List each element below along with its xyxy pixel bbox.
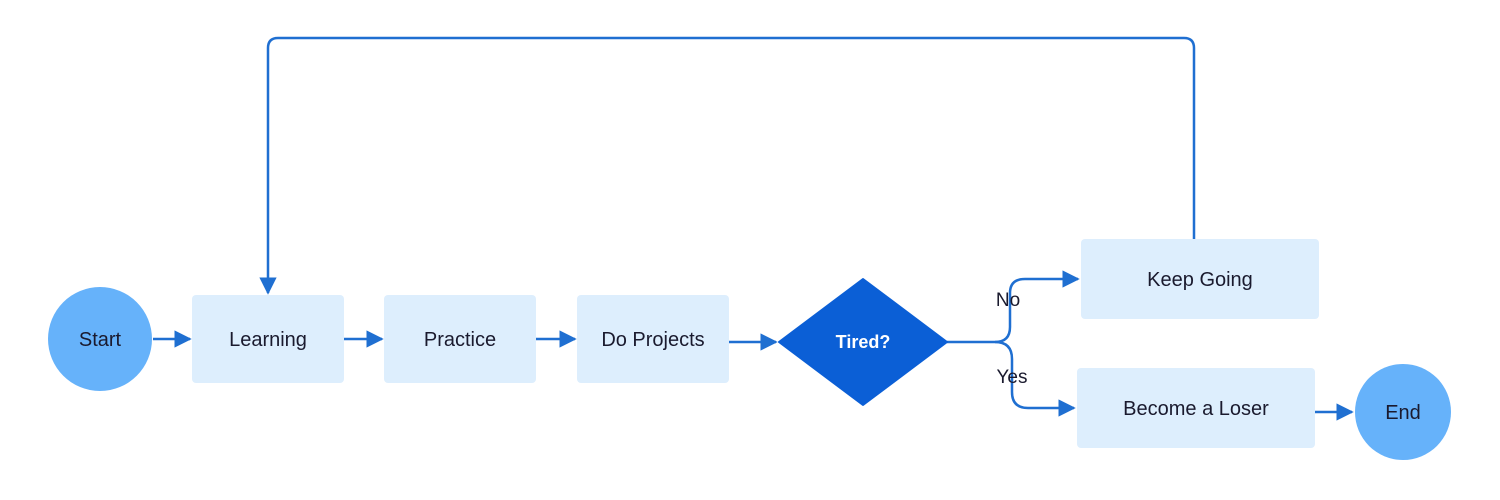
edge-loop-keep-going-to-learning xyxy=(259,36,1196,295)
edge-tired-yes-to-become-loser xyxy=(994,340,1076,417)
node-practice-shape xyxy=(384,295,536,383)
node-become-loser-label: Become a Loser xyxy=(1123,398,1269,420)
node-learning-label: Learning xyxy=(229,329,307,351)
node-tired-shape xyxy=(778,278,948,406)
node-keep-going-label: Keep Going xyxy=(1147,269,1253,291)
node-end-label: End xyxy=(1385,402,1421,424)
node-start-shape xyxy=(48,287,152,391)
node-practice[interactable]: Practice xyxy=(384,295,536,383)
edge-label-no: No xyxy=(996,290,1020,311)
node-end-shape xyxy=(1355,364,1451,460)
edge-label-yes: Yes xyxy=(997,367,1028,388)
node-do-projects-label: Do Projects xyxy=(601,329,704,351)
node-keep-going[interactable]: Keep Going xyxy=(1081,239,1319,319)
node-end[interactable]: End xyxy=(1355,364,1451,460)
node-learning[interactable]: Learning xyxy=(192,295,344,383)
edges-group xyxy=(153,36,1354,421)
node-practice-label: Practice xyxy=(424,329,496,351)
node-do-projects-shape xyxy=(577,295,729,383)
node-tired-label: Tired? xyxy=(836,332,891,352)
node-learning-shape xyxy=(192,295,344,383)
node-do-projects[interactable]: Do Projects xyxy=(577,295,729,383)
edge-tired-no-to-keep-going xyxy=(994,270,1080,344)
node-tired-decision[interactable]: Tired? xyxy=(778,278,948,406)
node-keep-going-shape xyxy=(1081,239,1319,319)
node-start[interactable]: Start xyxy=(48,287,152,391)
node-become-loser-shape xyxy=(1077,368,1315,448)
node-start-label: Start xyxy=(79,329,122,351)
node-become-loser[interactable]: Become a Loser xyxy=(1077,368,1315,448)
